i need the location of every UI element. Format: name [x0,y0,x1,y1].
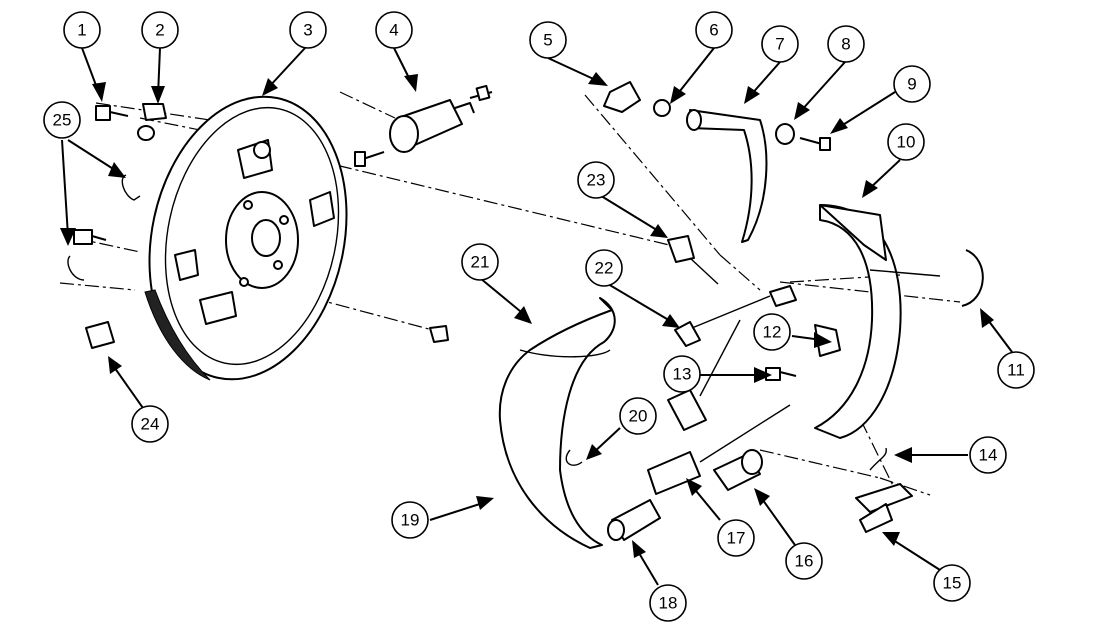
callout-17-label: 17 [727,529,746,548]
callout-6: 6 [695,11,733,49]
callout-21: 21 [461,243,499,281]
callout-24: 24 [131,405,169,443]
callout-5: 5 [529,21,567,59]
brake-shoe-rear [814,204,984,439]
callout-15-label: 15 [943,574,962,593]
hold-down-clips [855,447,913,533]
callout-17: 17 [717,519,755,557]
callout-16: 16 [785,542,823,580]
callout-9: 9 [893,65,931,103]
wheel-cylinder [354,84,493,167]
callout-8-label: 8 [841,35,850,54]
callout-12: 12 [753,313,791,351]
callout-2: 2 [141,11,179,49]
callout-9-label: 9 [907,75,916,94]
callout-3: 3 [289,11,327,49]
callout-13: 13 [663,355,701,393]
callout-7: 7 [761,25,799,63]
backing-plate [144,95,348,381]
callout-21-label: 21 [471,253,490,272]
callout-8: 8 [827,25,865,63]
callout-5-label: 5 [543,31,552,50]
callout-2-label: 2 [155,21,164,40]
callout-19-label: 19 [401,511,420,530]
callout-19: 19 [391,501,429,539]
callout-10-label: 10 [897,133,916,152]
brake-shoe-front [498,297,616,549]
callout-1-label: 1 [77,21,86,40]
springs-adjuster [565,285,841,541]
callout-23-label: 23 [587,171,606,190]
callout-10: 10 [887,123,925,161]
callout-16-label: 16 [795,552,814,571]
callout-14: 14 [969,436,1007,474]
callout-24-label: 24 [141,415,160,434]
leader-lines [60,47,1013,586]
parking-lever-parts [603,81,831,285]
assembly-lines [59,91,961,501]
callout-25-label: 25 [53,111,72,130]
callout-22-label: 22 [595,259,614,278]
callout-7-label: 7 [775,35,784,54]
callout-18-label: 18 [659,594,678,613]
callout-1: 1 [63,11,101,49]
callout-25: 25 [43,101,81,139]
callout-6-label: 6 [709,21,718,40]
callout-22: 22 [585,249,623,287]
callout-20: 20 [619,397,657,435]
callout-13-label: 13 [673,365,692,384]
callout-14-label: 14 [979,446,998,465]
callout-20-label: 20 [629,407,648,426]
callout-11-label: 11 [1007,361,1025,380]
callout-23: 23 [577,161,615,199]
callout-11: 11 [997,351,1035,389]
callout-4-label: 4 [389,21,398,40]
callout-12-label: 12 [763,323,782,342]
callout-15: 15 [933,564,971,602]
callout-3-label: 3 [303,21,312,40]
callout-18: 18 [649,584,687,622]
callout-4: 4 [375,11,413,49]
